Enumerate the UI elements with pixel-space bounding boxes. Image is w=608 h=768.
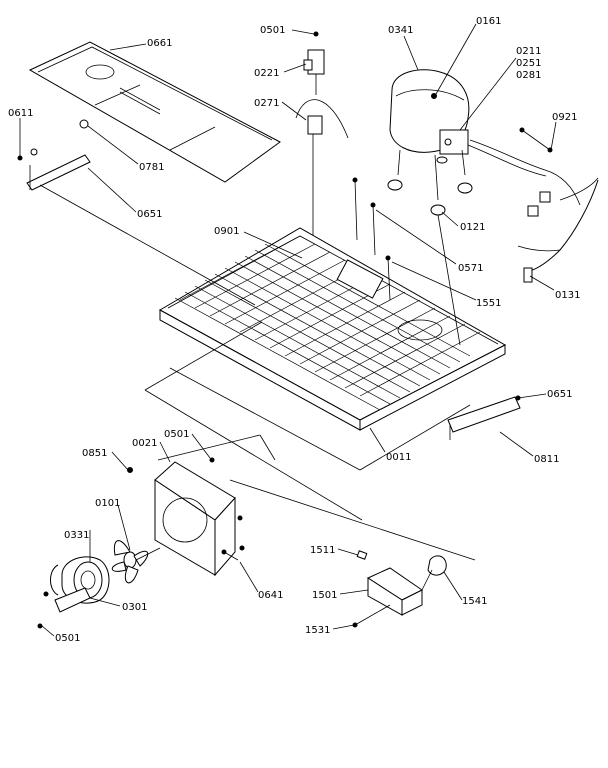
label-0301: 0301 (122, 602, 147, 613)
label-0781: 0781 (139, 162, 164, 173)
leader-lines (19, 23, 557, 637)
label-0501-mid: 0501 (164, 429, 189, 440)
label-0281: 0281 (516, 70, 541, 81)
bracket-0611 (17, 119, 91, 191)
label-0611: 0611 (8, 108, 33, 119)
label-0921: 0921 (552, 112, 577, 123)
label-0501-bottom: 0501 (55, 633, 80, 644)
label-0271: 0271 (254, 98, 279, 109)
label-0811: 0811 (534, 454, 559, 465)
cover-plate-0661 (28, 41, 281, 183)
label-0251: 0251 (516, 58, 541, 69)
label-0901: 0901 (214, 226, 239, 237)
fastener-0641 (221, 549, 239, 561)
wiring-harness-0921 (467, 127, 599, 283)
label-0851: 0851 (82, 448, 107, 459)
label-0501-top: 0501 (260, 25, 285, 36)
label-0661: 0661 (147, 38, 172, 49)
label-1551: 1551 (476, 298, 501, 309)
compressor-0341 (387, 69, 473, 216)
valve-bracket-1501 (352, 550, 447, 628)
label-0101: 0101 (95, 498, 120, 509)
label-0341: 0341 (388, 25, 413, 36)
label-0021: 0021 (132, 438, 157, 449)
label-0331: 0331 (64, 530, 89, 541)
label-0161: 0161 (476, 16, 501, 27)
label-1531: 1531 (305, 625, 330, 636)
fan-blade-0101 (111, 540, 161, 584)
label-1501: 1501 (312, 590, 337, 601)
fan-motor-0331 (37, 556, 110, 629)
label-0121: 0121 (460, 222, 485, 233)
label-0641: 0641 (258, 590, 283, 601)
label-0221: 0221 (254, 68, 279, 79)
label-0651-top: 0651 (137, 209, 162, 220)
bracket-0811 (447, 395, 521, 440)
label-0211: 0211 (516, 46, 541, 57)
label-1511: 1511 (310, 545, 335, 556)
label-1541: 1541 (462, 596, 487, 607)
label-0131: 0131 (555, 290, 580, 301)
condenser-tray-0011 (158, 177, 507, 431)
part-labels: 0661 0611 0781 0651 0501 0221 0271 0341 … (8, 16, 580, 644)
label-0651-right: 0651 (547, 389, 572, 400)
condenser-coil-0901 (174, 235, 481, 411)
relay-assembly-0221 (295, 31, 349, 240)
label-0571: 0571 (458, 263, 483, 274)
assembly-lines (39, 184, 476, 561)
label-0011: 0011 (386, 452, 411, 463)
